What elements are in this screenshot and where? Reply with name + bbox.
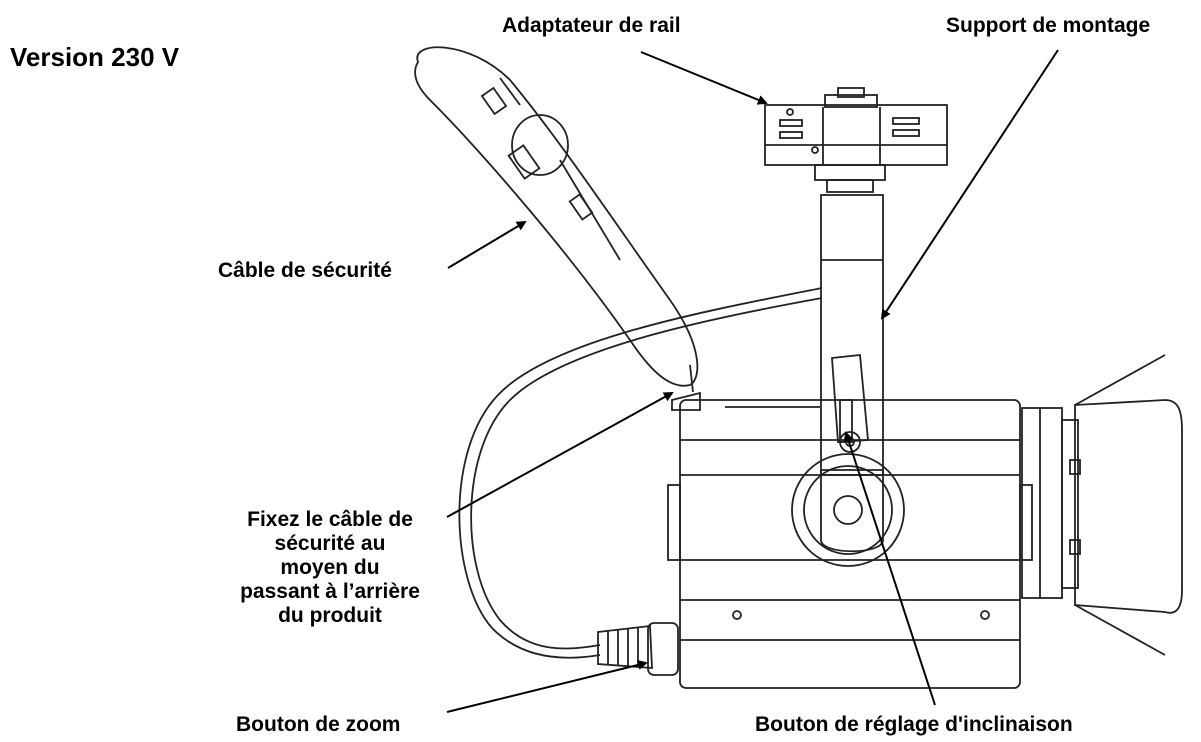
- arrow-rail-adapter: [640, 51, 768, 105]
- front-ring: [1021, 407, 1063, 599]
- arrow-zoom-knob: [446, 660, 648, 713]
- label-rail-adapter: Adaptateur de rail: [502, 14, 681, 37]
- arrow-mounting-bracket: [880, 49, 1059, 320]
- leader-lines: [446, 49, 1059, 713]
- label-attach-safety-cable: Fixez le câble de sécurité au moyen du p…: [240, 508, 420, 627]
- label-mounting-bracket: Support de montage: [946, 14, 1150, 37]
- power-cable: [470, 297, 823, 650]
- cable-ferrule-2: [507, 144, 541, 180]
- yoke-pivot-outer: [791, 453, 905, 567]
- strain-relief: [597, 624, 653, 669]
- arrow-attach-cable: [446, 392, 674, 518]
- version-title: Version 230 V: [10, 42, 180, 72]
- safety-cable-loop: [414, 46, 699, 387]
- safety-cable-inner: [499, 77, 521, 106]
- cable-ferrule-1: [480, 86, 508, 116]
- zoom-knob-shape: [647, 622, 679, 676]
- label-zoom-knob: Bouton de zoom: [236, 713, 400, 736]
- label-safety-cable: Câble de sécurité: [218, 259, 392, 282]
- barn-door: [1074, 399, 1183, 614]
- label-tilt-knob: Bouton de réglage d'inclinaison: [755, 713, 1073, 736]
- arrow-safety-cable: [447, 220, 527, 269]
- fixture-line-art: [414, 46, 1183, 689]
- cable-clamp: [511, 114, 569, 176]
- arrow-tilt-knob: [843, 431, 936, 706]
